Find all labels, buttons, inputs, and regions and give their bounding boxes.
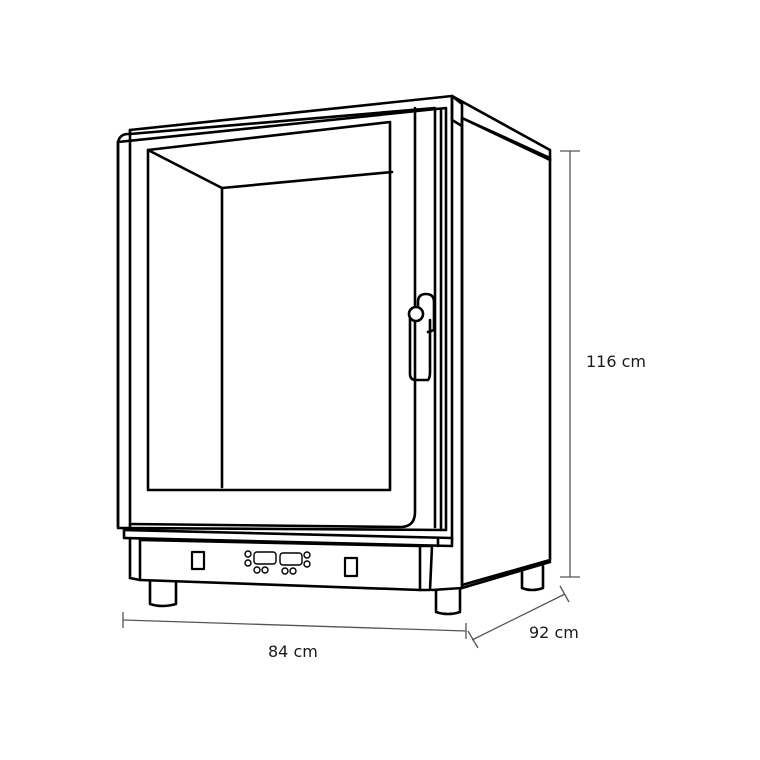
control-panel [128, 538, 552, 592]
width-dimension-line [122, 612, 467, 639]
depth-dimension-line [467, 585, 570, 649]
control-displays [244, 550, 311, 575]
cabinet-top [128, 94, 464, 590]
height-label: 116 cm [586, 352, 647, 371]
side-panel [450, 94, 552, 587]
left-switch-icon [190, 550, 206, 571]
door-handle-icon [407, 292, 436, 382]
height-dimension-line [560, 150, 580, 578]
width-label: 84 cm [268, 642, 318, 661]
door-frame [116, 106, 448, 532]
door-ledge [122, 528, 454, 548]
door-window [146, 120, 394, 492]
feet [148, 564, 545, 616]
depth-label: 92 cm [529, 623, 579, 642]
right-switch-icon [343, 556, 359, 578]
